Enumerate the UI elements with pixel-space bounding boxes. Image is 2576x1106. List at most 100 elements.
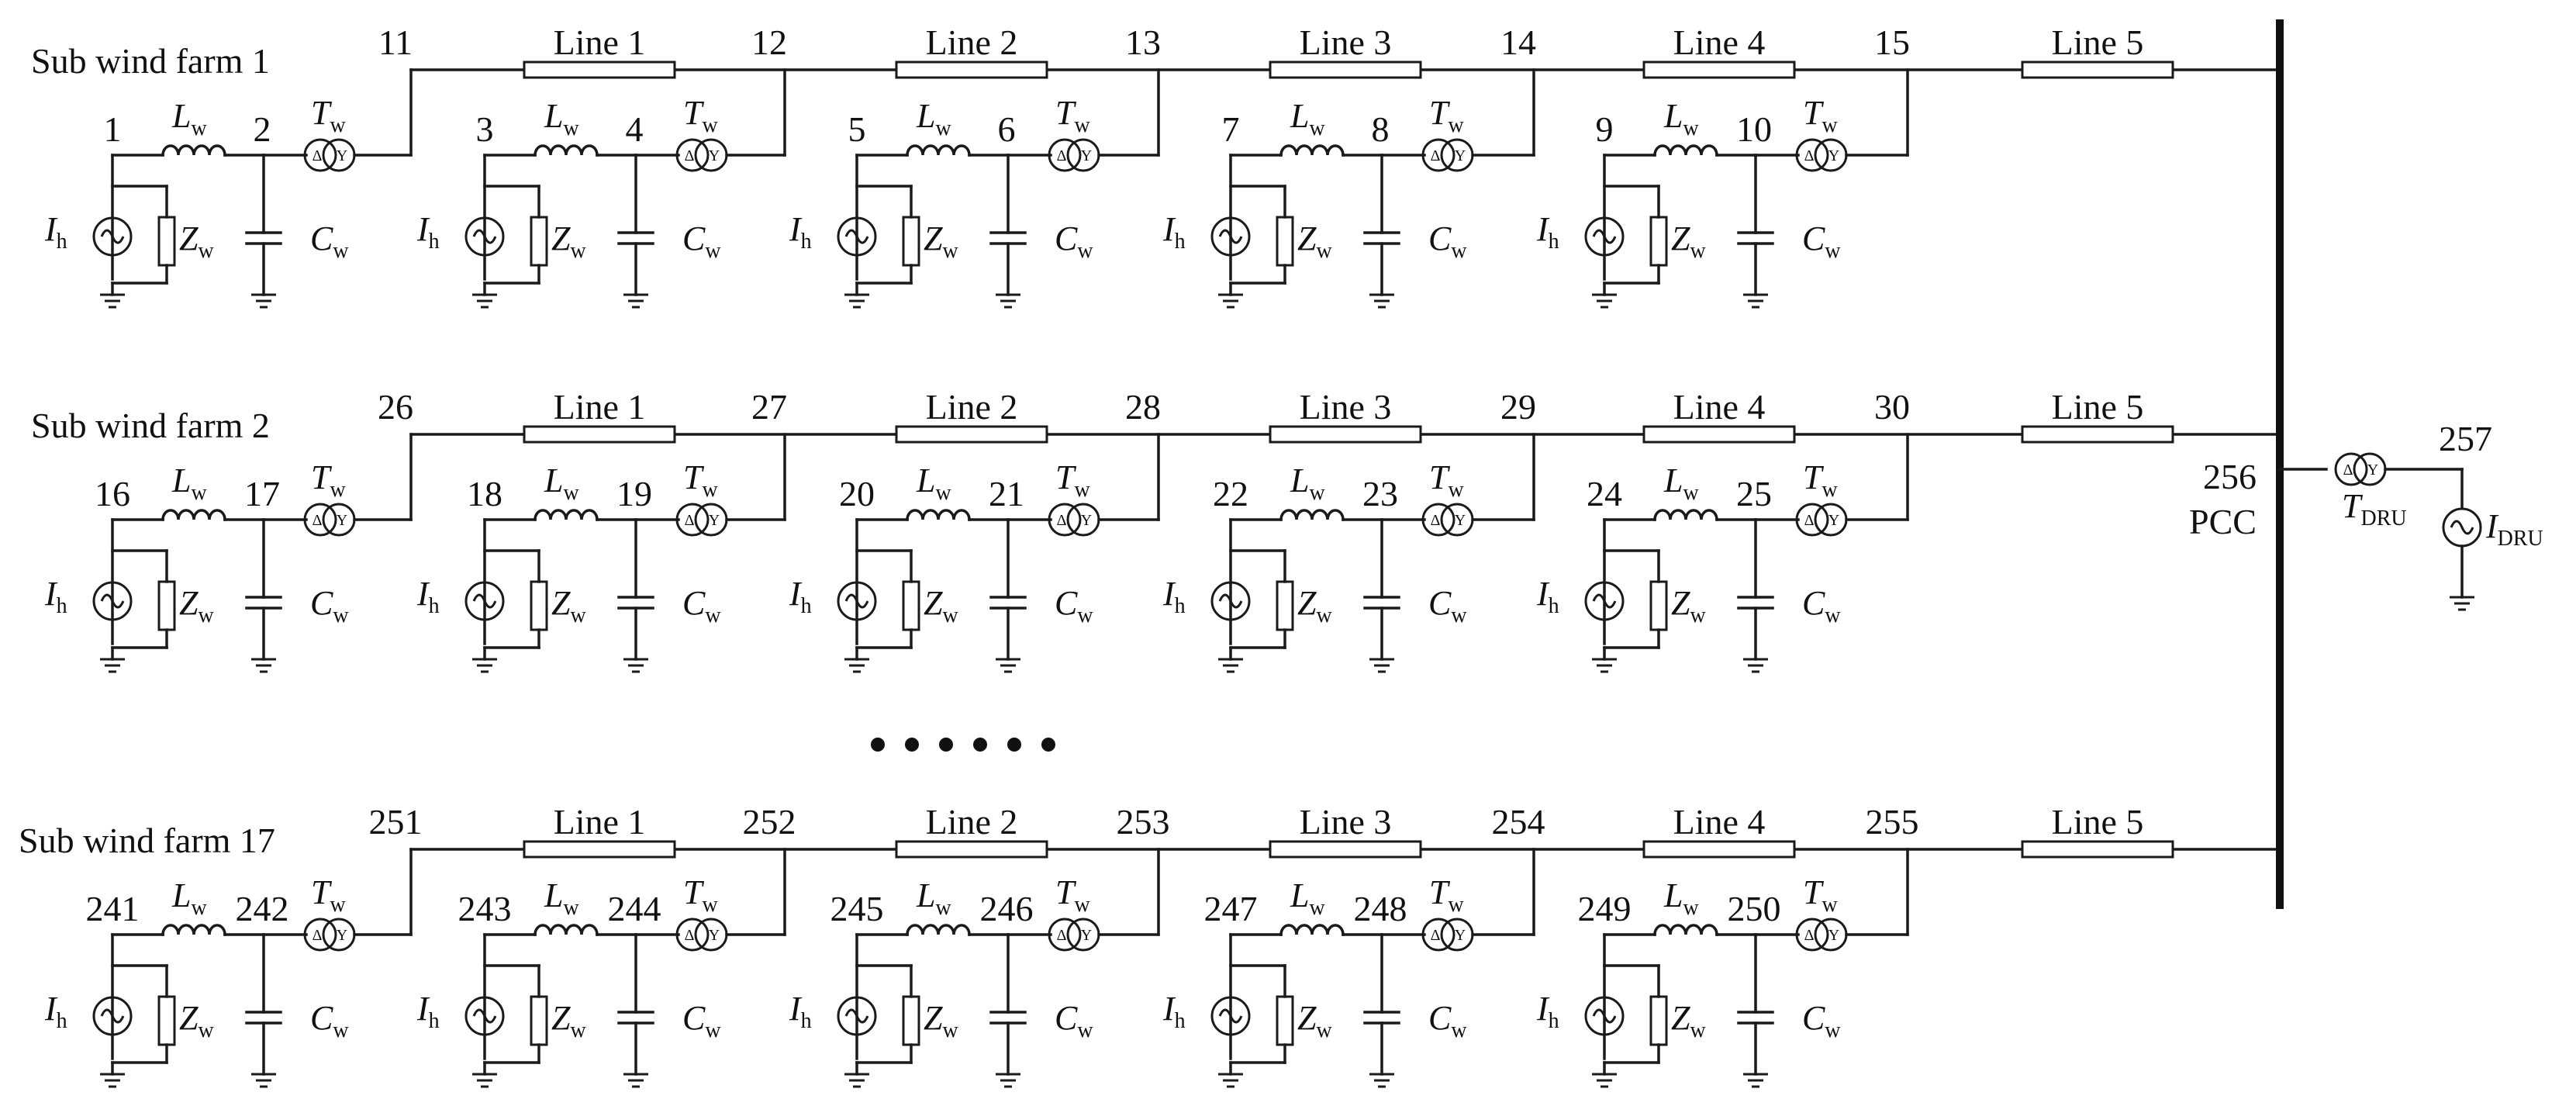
impedance-resistor <box>1276 995 1294 1046</box>
inductor-label: Lw <box>1290 97 1325 140</box>
delta-glyph: Δ <box>1057 147 1067 164</box>
source-label-base: I <box>789 990 803 1028</box>
inductor-coil <box>906 144 971 157</box>
unit-node-b: 248 <box>1354 889 1407 928</box>
inductor-label-base: L <box>171 876 191 914</box>
harmonic-source-icon <box>1210 996 1251 1036</box>
inductor-label-sub: w <box>1309 481 1325 505</box>
line-node-number: 251 <box>369 802 423 842</box>
impedance-label: Zw <box>179 999 214 1042</box>
source-label-base: I <box>789 210 803 248</box>
line-label: Line 1 <box>554 802 646 842</box>
impedance-resistor <box>530 216 548 267</box>
capacitor-label-sub: w <box>705 239 721 263</box>
impedance-label: Zw <box>1297 219 1332 263</box>
impedance-label-base: Z <box>1297 219 1317 257</box>
transformer-label-base: T <box>1055 873 1077 911</box>
inductor-label: Lw <box>1663 97 1699 140</box>
harmonic-source-icon <box>92 581 133 621</box>
wye-glyph: Y <box>1828 512 1839 529</box>
cable-line-5: Line 5 <box>2021 802 2174 859</box>
line-node-number: 254 <box>1492 802 1545 842</box>
impedance-label-base: Z <box>924 584 943 622</box>
source-label-base: I <box>1162 210 1176 248</box>
transformer-winding-delta <box>675 918 710 952</box>
capacitor-label: Cw <box>1055 219 1093 263</box>
line-label: Line 1 <box>554 387 646 427</box>
transformer-label-sub: w <box>1822 893 1838 917</box>
capacitor-label-base: C <box>682 584 706 622</box>
source-label-sub: h <box>801 594 812 618</box>
capacitor-label-base: C <box>1055 999 1078 1037</box>
line-resistor-box <box>523 60 676 79</box>
sine-wave-icon <box>1592 1008 1617 1024</box>
ground-symbol <box>1592 658 1617 673</box>
delta-glyph: Δ <box>685 512 695 529</box>
transformer-label-sub: w <box>702 893 718 917</box>
inductor-label: Lw <box>1290 461 1325 505</box>
ground-symbol <box>100 658 125 673</box>
dru-transformer-delta <box>2334 452 2368 486</box>
unit-node-b: 6 <box>998 109 1016 149</box>
transformer-winding-delta <box>675 138 710 172</box>
ground-symbol <box>251 293 276 309</box>
transformer-winding-delta <box>1421 503 1455 537</box>
capacitor-label-base: C <box>310 219 333 257</box>
transformer-label-sub: w <box>1448 113 1464 137</box>
unit-node-b: 25 <box>1736 474 1772 513</box>
unit-node-a: 16 <box>95 474 130 513</box>
source-label-sub: h <box>429 594 440 618</box>
capacitor-label-sub: w <box>1825 603 1841 627</box>
inductor-label-base: L <box>544 97 563 135</box>
ground-symbol <box>1218 1073 1243 1088</box>
capacitor-label-base: C <box>310 999 333 1037</box>
wye-glyph: Y <box>337 147 347 164</box>
line-resistor-box <box>523 840 676 859</box>
line-label: Line 4 <box>1673 387 1766 427</box>
transformer-label: Tw <box>1429 873 1464 917</box>
unit-node-b: 10 <box>1736 109 1772 149</box>
transformer-label: Tw <box>1429 458 1464 502</box>
line-resistor-box <box>895 840 1048 859</box>
capacitor-label: Cw <box>682 999 721 1042</box>
transformer-winding-delta <box>1048 918 1082 952</box>
inductor-coil <box>1279 144 1345 157</box>
unit-node-b: 250 <box>1728 889 1781 928</box>
ground-symbol <box>623 1073 648 1088</box>
harmonic-source-icon <box>1210 581 1251 621</box>
impedance-label-base: Z <box>924 219 943 257</box>
inductor-coil <box>161 144 226 157</box>
cable-line-1: Line 1 <box>523 387 676 444</box>
capacitor-label-sub: w <box>1451 603 1467 627</box>
transformer-label-base: T <box>683 94 705 132</box>
harmonic-source-icon <box>464 996 505 1036</box>
ellipsis-dot <box>1007 738 1021 752</box>
capacitor-label-sub: w <box>705 603 721 627</box>
line-label: Line 5 <box>2052 22 2144 62</box>
line-resistor-box <box>2021 425 2174 444</box>
capacitor-label-sub: w <box>705 1018 721 1042</box>
inductor-label: Lw <box>916 461 951 505</box>
line-resistor-box <box>895 60 1048 79</box>
inductor-label-sub: w <box>563 116 579 140</box>
impedance-label-base: Z <box>179 584 199 622</box>
impedance-label: Zw <box>179 584 214 627</box>
wye-glyph: Y <box>337 927 347 944</box>
capacitor-label-base: C <box>1055 219 1078 257</box>
inductor-label: Lw <box>171 876 207 920</box>
source-label: Ih <box>44 990 67 1033</box>
wye-glyph: Y <box>709 147 720 164</box>
ellipsis-dot <box>871 738 885 752</box>
source-label: Ih <box>44 575 67 618</box>
impedance-label-base: Z <box>1671 584 1690 622</box>
ground-symbol <box>1369 293 1394 309</box>
transformer-label-sub: w <box>1448 478 1464 502</box>
dru-transformer-label: TDRU <box>2342 487 2407 531</box>
